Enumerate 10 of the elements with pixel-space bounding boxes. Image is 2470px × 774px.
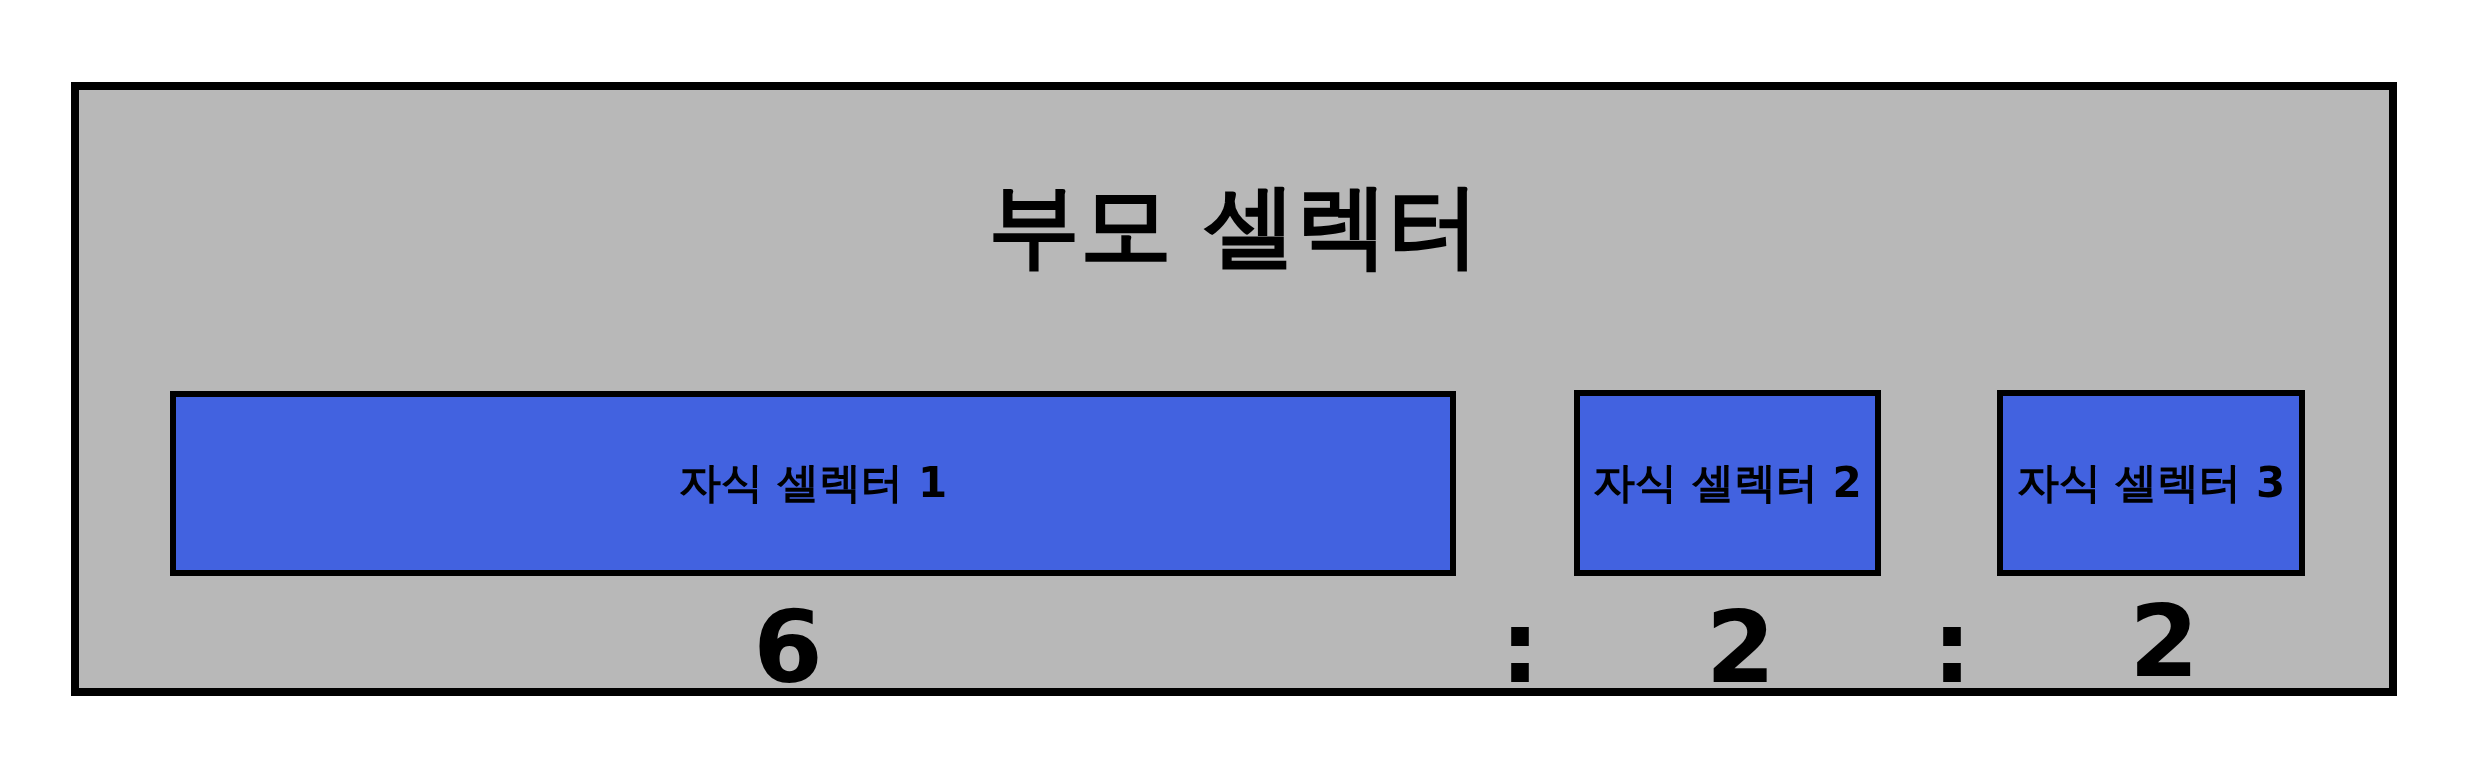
ratio-separator: : — [1932, 598, 1972, 698]
container-box — [71, 82, 2397, 696]
ratio-number: 6 — [753, 598, 823, 698]
child-box: 자식 셀렉터 1 — [170, 391, 1456, 576]
ratio-number: 2 — [1705, 598, 1776, 698]
child-box: 자식 셀렉터 2 — [1574, 390, 1881, 576]
ratio-number: 2 — [2129, 592, 2199, 692]
child-box: 자식 셀렉터 3 — [1997, 390, 2305, 576]
ratio-separator: : — [1500, 598, 1540, 698]
container-title: 부모 셀렉터 — [988, 175, 1480, 277]
